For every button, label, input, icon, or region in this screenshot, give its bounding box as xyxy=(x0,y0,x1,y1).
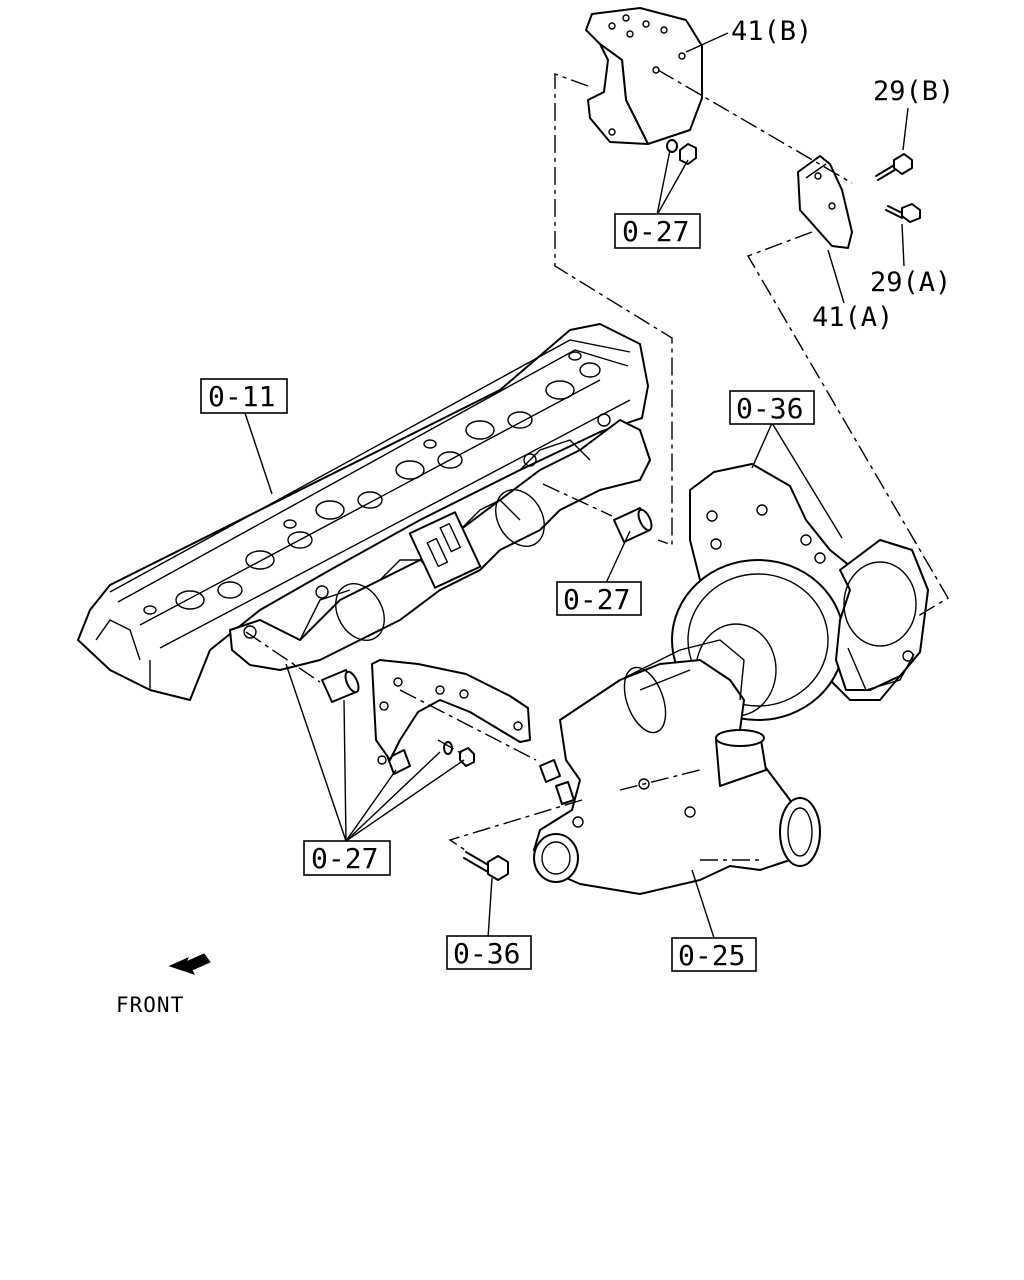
front-indicator: FRONT xyxy=(116,953,211,1017)
front-label: FRONT xyxy=(116,993,184,1017)
ref-box-0-36-bottom[interactable]: 0-36 xyxy=(446,935,532,970)
leader-lines xyxy=(243,32,909,939)
ref-label-0-27-bottom: 0-27 xyxy=(311,842,378,875)
part-labels: 41(B) 29(B) 29(A) 41(A) xyxy=(731,16,954,333)
ref-box-0-27-top[interactable]: 0-27 xyxy=(614,213,701,249)
studs xyxy=(321,507,653,805)
cylinder-head xyxy=(77,323,649,701)
ref-label-0-25: 0-25 xyxy=(678,939,745,972)
ref-box-0-36-right[interactable]: 0-36 xyxy=(729,390,815,425)
bracket-41b xyxy=(585,7,703,145)
bolt-29a xyxy=(885,203,921,223)
head-holes xyxy=(143,351,601,615)
ref-label-0-36-right: 0-36 xyxy=(736,392,803,425)
label-41a: 41(A) xyxy=(812,302,893,333)
label-29a: 29(A) xyxy=(870,267,951,298)
ref-box-0-27-mid[interactable]: 0-27 xyxy=(556,581,642,616)
lower-bracket xyxy=(371,659,531,767)
ref-box-0-27-bottom[interactable]: 0-27 xyxy=(303,840,391,876)
ref-label-0-11: 0-11 xyxy=(208,380,275,413)
bolt-0-36 xyxy=(463,851,509,881)
label-41b: 41(B) xyxy=(731,16,812,47)
washer-nut-top xyxy=(666,139,697,165)
ref-label-0-36-bottom: 0-36 xyxy=(453,937,520,970)
arrow-left-down-icon xyxy=(168,953,211,975)
ref-label-0-27-mid: 0-27 xyxy=(563,583,630,616)
bolt-29b xyxy=(875,153,913,181)
pipe-0-25 xyxy=(533,639,821,895)
reference-lines xyxy=(245,69,949,861)
exhaust-manifold xyxy=(229,413,651,671)
ref-label-0-27-top: 0-27 xyxy=(622,215,689,248)
ref-box-0-11[interactable]: 0-11 xyxy=(200,378,288,414)
bracket-41a xyxy=(797,155,853,249)
ref-box-0-25[interactable]: 0-25 xyxy=(671,937,757,972)
label-29b: 29(B) xyxy=(873,76,954,107)
